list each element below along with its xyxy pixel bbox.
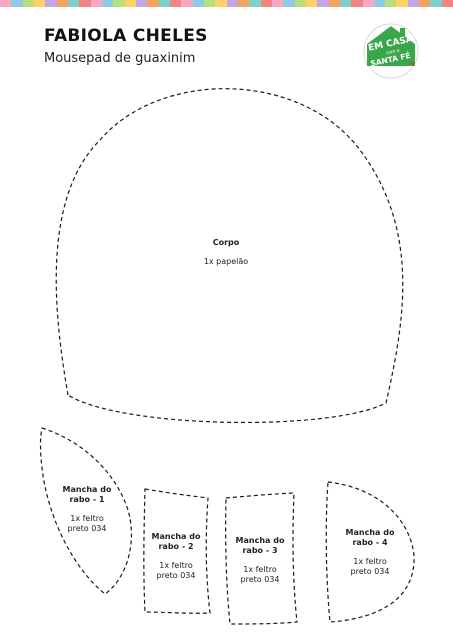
stripe-segment [237,0,250,7]
rabo-3-outline [225,492,298,625]
rabo-2-note-line2: preto 034 [156,571,196,580]
rabo-2-label: Mancha do rabo - 2 1x feltro preto 034 [142,532,210,581]
rabo-2-outline [143,488,211,614]
rabo-1-name-line2: rabo - 1 [69,495,105,504]
stripe-segment [419,0,431,7]
stripe-segment [271,0,284,7]
stripe-segment [0,0,12,7]
corpo-note: 1x papelão [203,257,249,266]
stripe-segment [328,0,340,7]
stripe-segment [147,0,159,7]
stripe-segment [215,0,227,7]
rabo-3-name-line2: rabo - 3 [242,546,278,555]
stripe-segment [441,0,453,7]
rabo-2-note-line1: 1x feltro [159,561,193,570]
rabo-4-name-line1: Mancha do [345,528,395,537]
rabo-3-name-line1: Mancha do [235,536,285,545]
stripe-segment [158,0,170,7]
rabo-3-label: Mancha do rabo - 3 1x feltro preto 034 [226,536,294,585]
rabo-3-note-line2: preto 034 [240,575,280,584]
stripe-segment [317,0,329,7]
stripe-segment [135,0,148,7]
stripe-segment [203,0,216,7]
rabo-4-label: Mancha do rabo - 4 1x feltro preto 034 [334,528,406,577]
stripe-segment [169,0,182,7]
page-title: FABIOLA CHELES [44,26,208,46]
rabo-3-note-line1: 1x feltro [243,565,277,574]
stripe-segment [362,0,374,7]
stripe-segment [101,0,114,7]
stripe-segment [385,0,397,7]
stripe-segment [407,0,420,7]
rabo-2-name-line2: rabo - 2 [158,542,194,551]
stripe-segment [181,0,193,7]
corpo-outline [55,88,404,424]
corpo-label: Corpo 1x papelão [176,238,276,267]
stripe-segment [45,0,57,7]
stripe-segment [56,0,68,7]
stripe-segment [260,0,272,7]
rabo-1-note-line2: preto 034 [67,524,107,533]
rabo-4-note-line2: preto 034 [350,567,390,576]
stripe-segment [249,0,261,7]
stripe-segment [396,0,408,7]
top-color-stripe [0,0,453,7]
stripe-segment [351,0,363,7]
stripe-segment [90,0,102,7]
rabo-4-note-line1: 1x feltro [353,557,387,566]
rabo-1-label: Mancha do rabo - 1 1x feltro preto 034 [52,485,122,534]
stripe-segment [79,0,91,7]
stripe-segment [113,0,125,7]
stripe-segment [33,0,46,7]
stripe-segment [430,0,442,7]
rabo-2-name-line1: Mancha do [151,532,201,541]
rabo-1-name-line1: Mancha do [62,485,112,494]
em-casa-santa-fe-logo: EM CASA com a SANTA FÉ [363,23,419,79]
rabo-1-note-line1: 1x feltro [70,514,104,523]
stripe-segment [124,0,136,7]
stripe-segment [226,0,238,7]
stripe-segment [373,0,386,7]
rabo-4-name-line2: rabo - 4 [352,538,388,547]
stripe-segment [339,0,352,7]
stripe-segment [294,0,306,7]
logo-text-line2: com a [386,49,401,57]
corpo-name: Corpo [212,238,240,247]
stripe-segment [11,0,23,7]
rabo-4-outline [325,481,415,623]
stripe-segment [305,0,318,7]
page-subtitle: Mousepad de guaxinim [44,51,196,66]
stripe-segment [67,0,80,7]
stripe-segment [192,0,204,7]
stripe-segment [22,0,34,7]
stripe-segment [283,0,295,7]
